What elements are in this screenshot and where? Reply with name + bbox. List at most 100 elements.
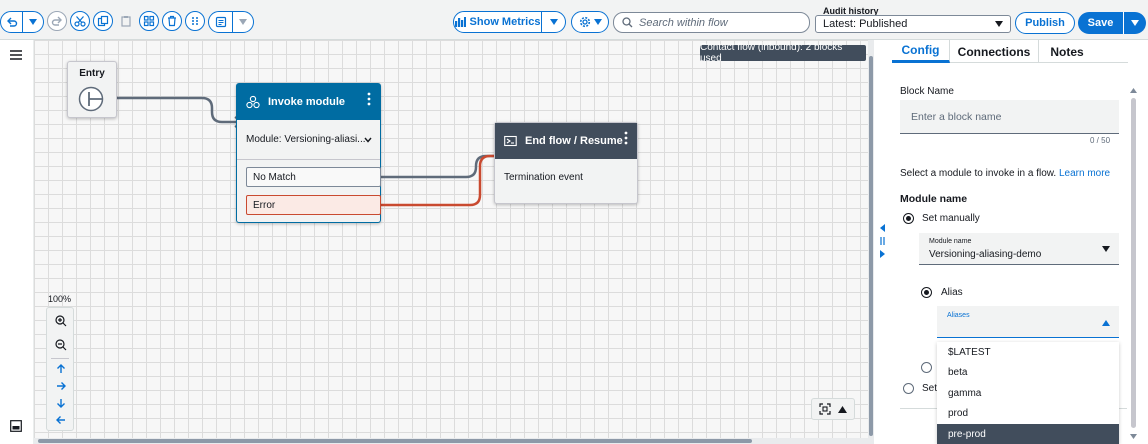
copy-button[interactable] (93, 11, 113, 31)
hamburger-menu-button[interactable] (10, 49, 22, 63)
audit-history-label: Audit history (823, 6, 879, 16)
hamburger-icon (10, 50, 22, 60)
end-flow-node[interactable]: End flow / Resume Termination event (494, 122, 638, 204)
aliases-dropdown-list: $LATEST beta gamma prod pre-prod (937, 342, 1119, 444)
canvas-vertical-scrollbar[interactable] (868, 40, 874, 444)
scroll-thumb[interactable] (38, 439, 752, 443)
undo-button[interactable] (1, 12, 23, 32)
arrange-button[interactable] (185, 11, 205, 31)
zoom-in-button[interactable] (53, 313, 69, 329)
end-flow-event: Termination event (504, 172, 583, 183)
caret-down-icon (1131, 20, 1139, 26)
audit-history-value: Latest: Published (823, 18, 908, 30)
add-note-button[interactable] (209, 12, 233, 32)
minimap-button[interactable] (10, 420, 22, 435)
grid-select-icon (143, 15, 155, 27)
note-icon (215, 16, 226, 28)
caret-down-icon (995, 21, 1003, 27)
toolbar: Show Metrics Search within flow Audit hi… (0, 0, 1148, 40)
pan-right-button[interactable] (53, 378, 69, 394)
block-name-input[interactable]: Enter a block name (900, 100, 1119, 134)
set-manually-radio[interactable] (903, 213, 914, 224)
search-input[interactable]: Search within flow (613, 12, 810, 33)
alias-option-pre-prod[interactable]: pre-prod (937, 424, 1119, 444)
save-options-dropdown[interactable] (1124, 12, 1146, 34)
error-connector (380, 154, 501, 207)
tab-connections[interactable]: Connections (950, 40, 1039, 63)
canvas-horizontal-scrollbar[interactable] (34, 438, 868, 444)
scroll-thumb[interactable] (1131, 98, 1136, 428)
alias-option-prod[interactable]: prod (948, 408, 969, 420)
scroll-down-icon[interactable] (1130, 434, 1137, 439)
panel-tabs: Config Connections Notes (892, 40, 1128, 63)
fit-view-controls (811, 398, 855, 420)
caret-down-icon (29, 19, 37, 25)
metrics-group: Show Metrics (453, 11, 566, 33)
publish-button[interactable]: Publish (1015, 12, 1075, 34)
redo-icon (51, 16, 62, 26)
cut-button[interactable] (70, 11, 90, 31)
drag-handle-icon[interactable] (879, 224, 887, 258)
arrow-up-icon (57, 364, 65, 373)
module-name-select[interactable]: Module name Versioning-aliasing-demo (919, 233, 1119, 265)
invoke-module-node[interactable]: Invoke module Module: Versioning-aliasi.… (236, 83, 381, 223)
alias-option-beta[interactable]: beta (948, 367, 968, 379)
settings-button[interactable] (572, 12, 608, 32)
delete-button[interactable] (162, 11, 182, 31)
scissors-icon (74, 16, 86, 27)
zoom-in-icon (55, 315, 67, 327)
module-icon (246, 95, 260, 109)
branch-error[interactable]: Error (246, 195, 381, 215)
caret-up-icon[interactable] (837, 405, 847, 413)
save-button[interactable]: Save (1078, 12, 1124, 34)
alias-option-gamma[interactable]: gamma (948, 387, 982, 399)
module-description: Select a module to invoke in a flow. Lea… (900, 168, 1110, 179)
no-match-connector (380, 154, 501, 179)
save-group: Save (1078, 12, 1146, 34)
set-dynamically-radio[interactable] (903, 383, 914, 394)
settings-group (571, 11, 609, 33)
zoom-level: 100% (48, 294, 72, 304)
arrow-right-icon (57, 382, 66, 390)
flow-canvas[interactable]: Entry Invoke module Module: Versioning-a… (34, 40, 868, 438)
audit-history-select[interactable]: Latest: Published (815, 15, 1011, 33)
metrics-dropdown[interactable] (542, 12, 565, 32)
copy-icon (97, 15, 109, 27)
bar-chart-icon (454, 17, 466, 27)
show-metrics-button[interactable]: Show Metrics (454, 12, 542, 32)
fit-to-screen-icon[interactable] (819, 403, 831, 415)
scroll-up-icon[interactable] (1130, 88, 1137, 93)
pan-down-button[interactable] (53, 395, 69, 411)
gear-icon (579, 16, 590, 28)
pan-left-button[interactable] (53, 412, 69, 428)
alias-radio[interactable] (921, 287, 932, 298)
module-name-title: Module name (900, 193, 968, 205)
version-radio[interactable] (921, 362, 932, 373)
module-select-value: Versioning-aliasing-demo (929, 249, 1042, 260)
zoom-out-button[interactable] (53, 337, 69, 353)
undo-history-dropdown[interactable] (23, 12, 43, 32)
zoom-out-icon (55, 339, 67, 351)
connectors-layer (104, 96, 504, 207)
tab-config[interactable]: Config (892, 40, 950, 63)
entry-node[interactable]: Entry (67, 61, 117, 118)
panel-resize-handle[interactable] (874, 40, 892, 444)
paste-button[interactable] (116, 11, 136, 31)
undo-icon (6, 17, 17, 27)
chevron-down-icon[interactable] (364, 137, 372, 143)
alias-option-latest[interactable]: $LATEST (948, 346, 991, 358)
tab-notes[interactable]: Notes (1050, 44, 1084, 59)
more-options-icon[interactable] (367, 92, 371, 106)
select-all-button[interactable] (139, 11, 159, 31)
aliases-select[interactable]: Aliases (937, 306, 1119, 338)
redo-button[interactable] (47, 11, 67, 31)
notes-dropdown[interactable] (233, 12, 253, 32)
scroll-thumb[interactable] (869, 56, 873, 436)
pan-up-button[interactable] (53, 361, 69, 377)
set-manually-label: Set manually (922, 213, 980, 224)
show-metrics-label: Show Metrics (469, 16, 541, 28)
learn-more-link[interactable]: Learn more (1058, 168, 1111, 179)
panel-vertical-scrollbar[interactable] (1129, 88, 1139, 444)
more-options-icon[interactable] (624, 131, 628, 145)
branch-no-match[interactable]: No Match (246, 167, 381, 187)
